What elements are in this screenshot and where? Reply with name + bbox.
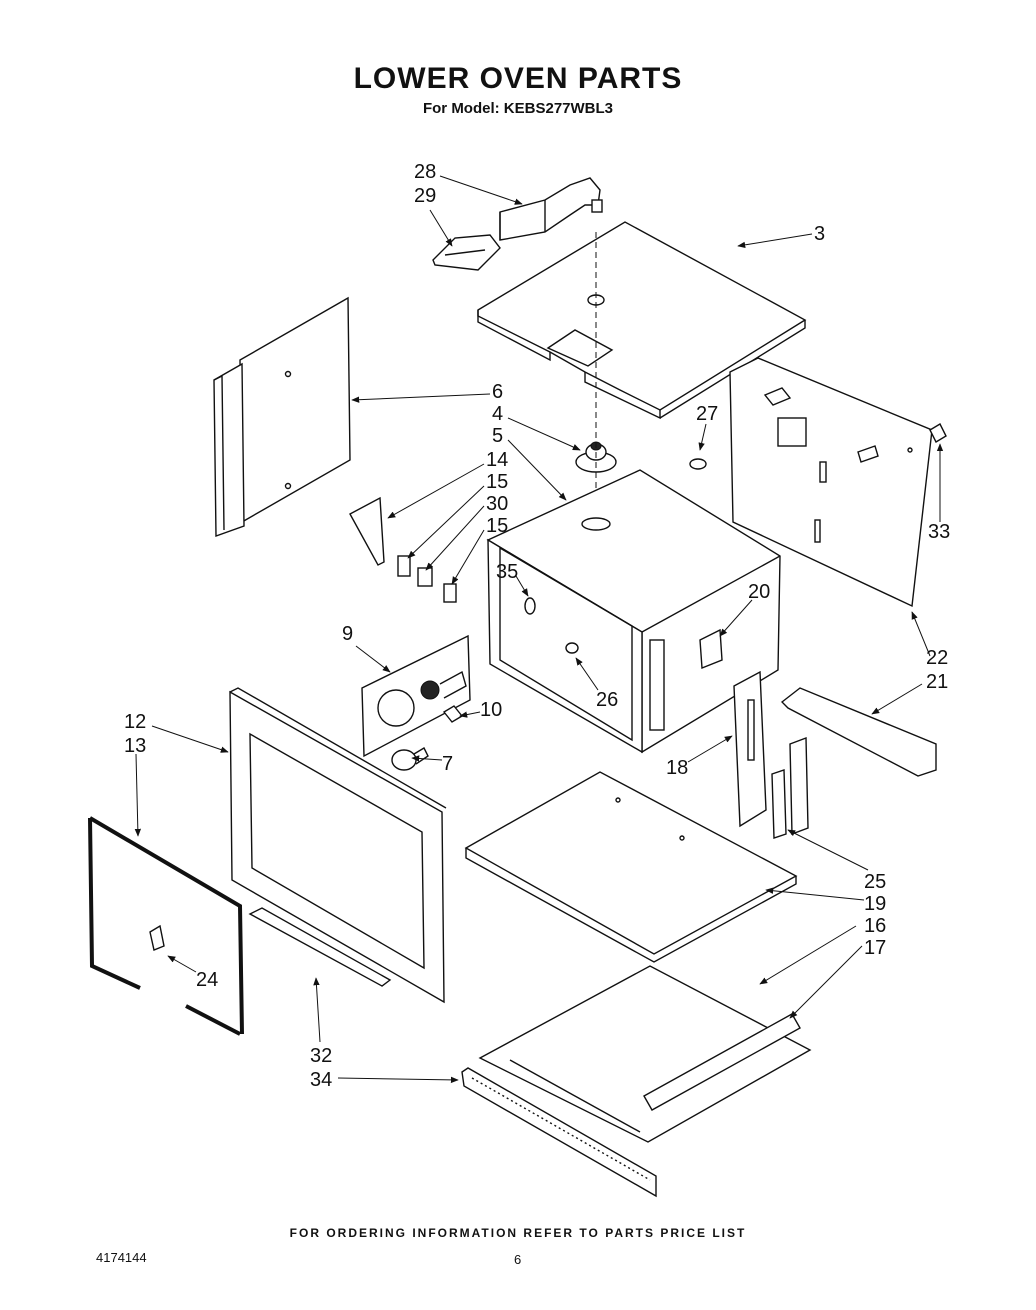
base-panel-part (478, 965, 812, 1143)
switch-parts (349, 496, 457, 603)
callout-25: 25 (864, 871, 886, 893)
vent-duct-part (499, 177, 603, 241)
callout-5: 5 (492, 425, 503, 447)
callout-13: 13 (124, 735, 146, 757)
callout-35: 35 (496, 561, 518, 583)
callout-labels: 28 29 3 6 4 5 27 14 15 30 15 33 35 20 22… (124, 161, 950, 1091)
door-gasket-part (88, 816, 244, 1036)
kick-grille-part (461, 1067, 657, 1198)
callout-28: 28 (414, 161, 436, 183)
page-number: 6 (514, 1252, 522, 1267)
callout-7: 7 (442, 753, 453, 775)
callout-27: 27 (696, 403, 718, 425)
callout-12: 12 (124, 711, 146, 733)
callout-17: 17 (864, 937, 886, 959)
model-subtitle: For Model: KEBS277WBL3 (422, 100, 614, 117)
callout-15: 15 (486, 471, 508, 493)
leader-lines (134, 175, 944, 1084)
callout-21: 21 (926, 671, 948, 693)
plug-part (689, 458, 707, 470)
left-side-panel-part (213, 296, 351, 537)
callout-6: 6 (492, 381, 503, 403)
callout-16: 16 (864, 915, 886, 937)
top-panel-part (477, 221, 807, 420)
rail-part (780, 687, 937, 777)
callout-19: 19 (864, 893, 886, 915)
callout-10: 10 (480, 699, 502, 721)
callout-26: 26 (596, 689, 618, 711)
page-title: LOWER OVEN PARTS (353, 62, 683, 95)
callout-4: 4 (492, 403, 503, 425)
callout-24: 24 (196, 969, 218, 991)
callout-9: 9 (342, 623, 353, 645)
side-bracket-part (733, 670, 767, 828)
hinge-part (771, 736, 809, 839)
callout-33: 33 (928, 521, 950, 543)
back-panel-part (729, 357, 933, 608)
front-trim-part (248, 907, 392, 987)
document-number: 4174144 (96, 1250, 147, 1265)
bottom-panel-part (464, 771, 798, 963)
callout-29: 29 (414, 185, 436, 207)
callout-22: 22 (926, 647, 948, 669)
callout-18: 18 (666, 757, 688, 779)
callout-32: 32 (310, 1045, 332, 1067)
callout-30: 30 (486, 493, 508, 515)
light-housing-part (361, 634, 471, 758)
callout-3: 3 (814, 223, 825, 245)
callout-15b: 15 (486, 515, 508, 537)
latch-part (149, 924, 165, 951)
ordering-info-footer: FOR ORDERING INFORMATION REFER TO PARTS … (289, 1226, 747, 1240)
oven-front-frame-part (229, 687, 447, 1004)
callout-20: 20 (748, 581, 770, 603)
vent-plate-part (432, 234, 501, 271)
bracket-33-part (929, 423, 947, 443)
callout-34: 34 (310, 1069, 332, 1091)
callout-14: 14 (486, 449, 508, 471)
